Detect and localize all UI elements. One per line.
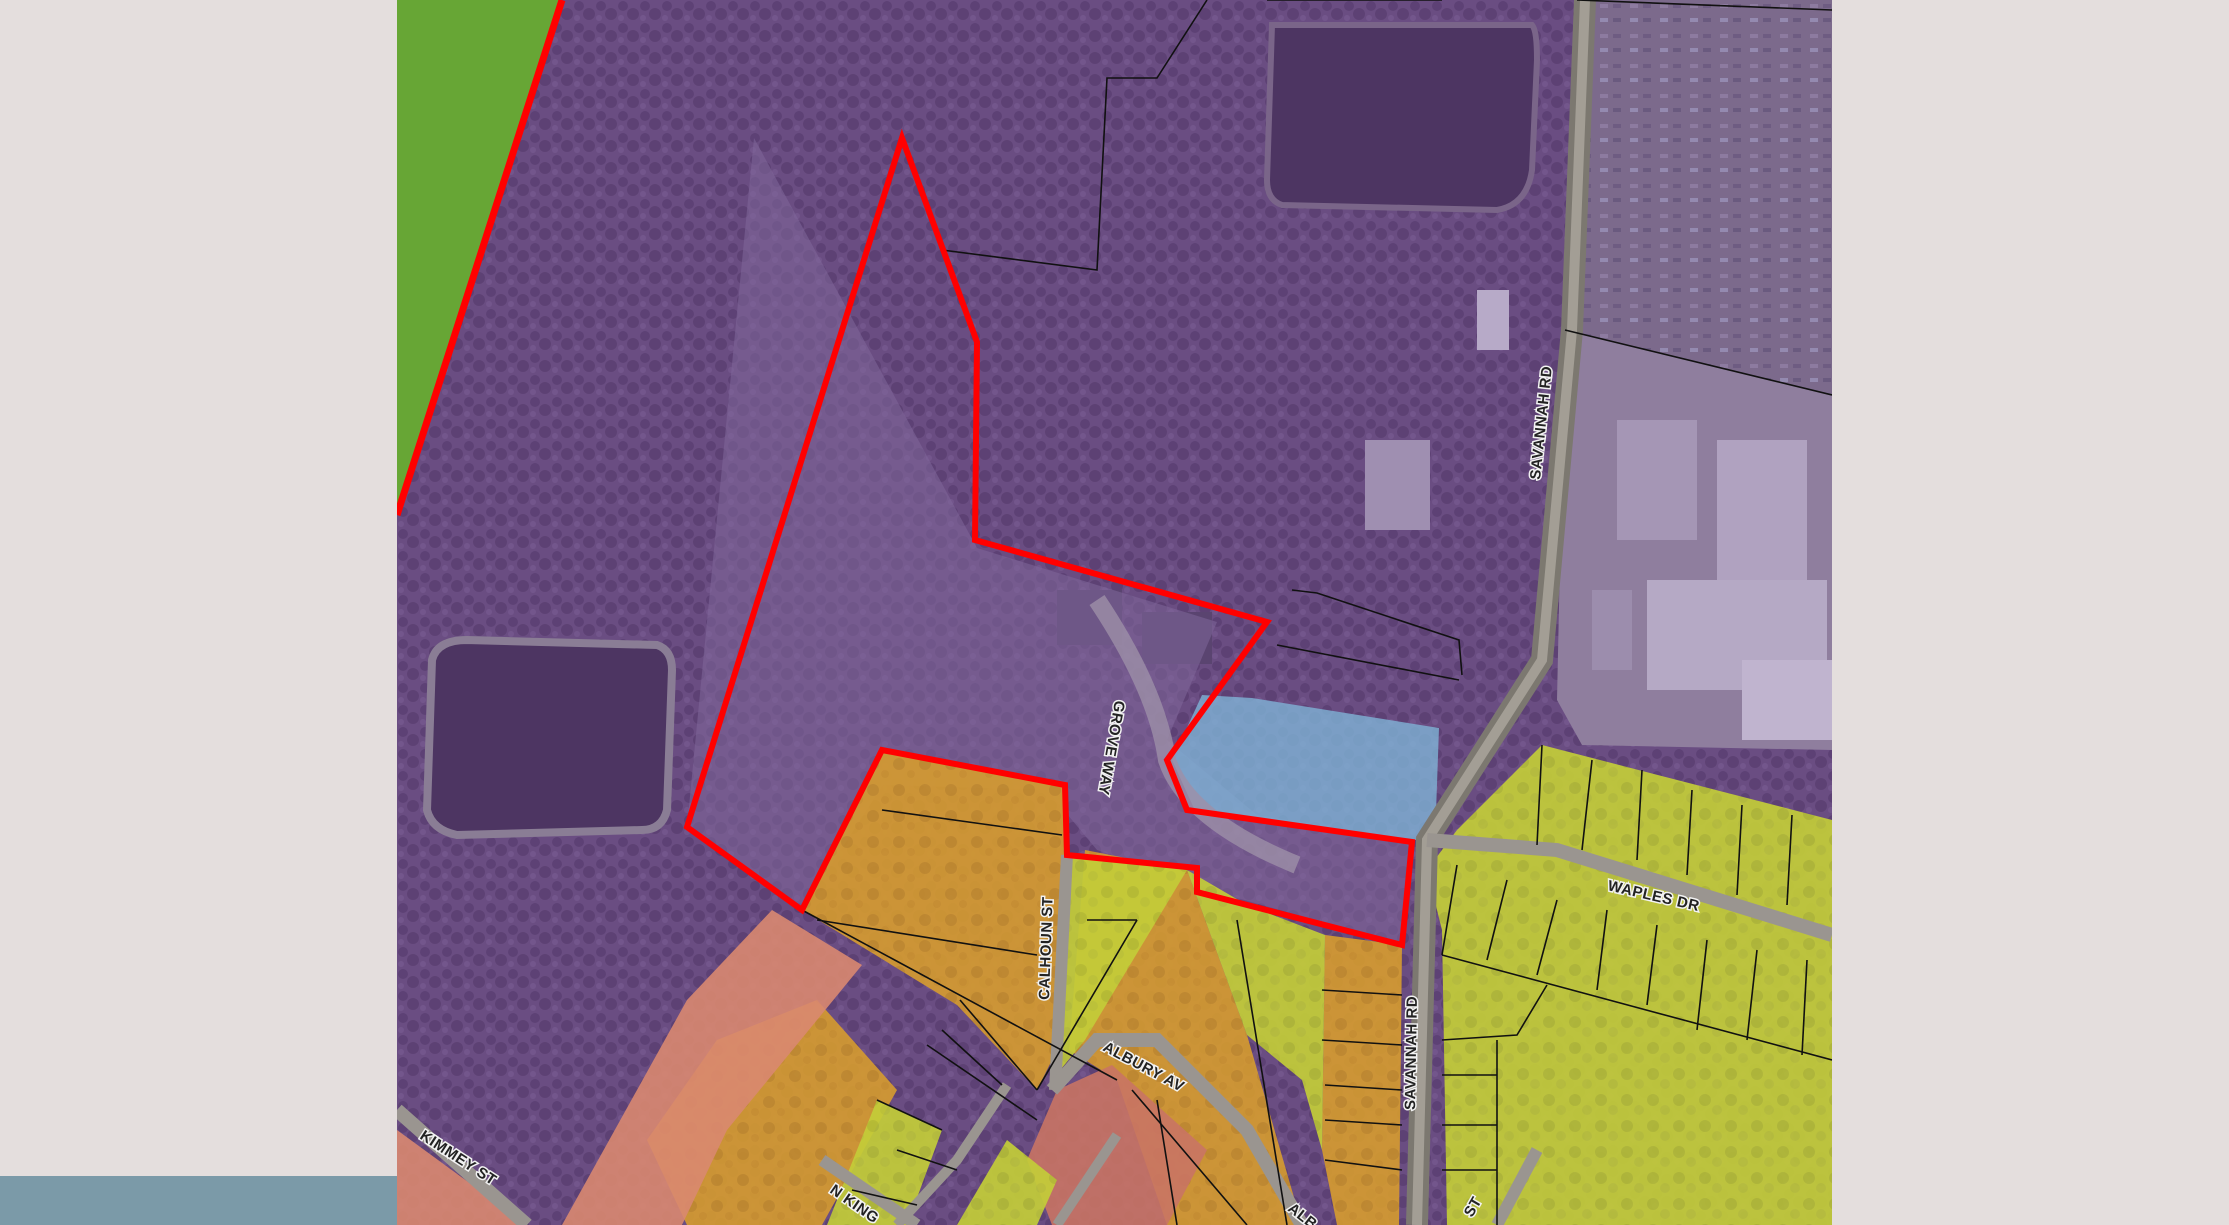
orange-zone-east (1322, 935, 1402, 1225)
road-savannah-center (1412, 0, 1590, 1225)
building (1365, 440, 1430, 530)
building (1592, 590, 1632, 670)
yellow-zone-south (827, 1100, 942, 1225)
map-view[interactable]: SAVANNAH RD SAVANNAH RD GROVE WAY WAPLES… (397, 0, 1832, 1225)
salmon-zone-west (562, 910, 862, 1225)
parcel-lines (801, 0, 1832, 1225)
road-local (893, 1082, 1012, 1225)
green-zone-boundary (397, 0, 566, 517)
building (1617, 420, 1697, 540)
road-kimmey (397, 1104, 532, 1225)
building (1717, 440, 1807, 580)
pond-top (1263, 22, 1541, 214)
yellow-zone-south-2 (957, 1140, 1057, 1225)
highlighted-parcel-outline[interactable] (683, 128, 1416, 949)
street-label-calhoun-st: CALHOUN ST (1036, 896, 1057, 1000)
road-waples (1426, 833, 1832, 942)
building (1477, 290, 1509, 350)
right-panel (1832, 0, 2229, 1225)
road-local-east (1491, 1147, 1543, 1225)
street-label-savannah-rd-south: SAVANNAH RD (1402, 996, 1421, 1110)
blue-zone (1172, 695, 1439, 840)
road-albury (1046, 1033, 1309, 1225)
map-canvas[interactable]: SAVANNAH RD SAVANNAH RD GROVE WAY WAPLES… (397, 0, 1832, 1225)
pond-left (422, 635, 677, 840)
developed-land (687, 138, 1409, 945)
salmon-zone-south (1027, 1065, 1207, 1225)
left-panel (0, 0, 397, 1225)
yellow-zone-center-east (1187, 870, 1325, 1150)
building (1742, 660, 1832, 740)
road-calhoun (1049, 854, 1073, 1091)
yellow-zone-center (1052, 855, 1187, 1080)
yellow-zone-east (1427, 745, 1832, 1225)
orange-zone-north (802, 750, 1065, 1090)
bottom-bar (0, 1176, 397, 1225)
road-local (1052, 1132, 1122, 1225)
parking-lot-area (1565, 0, 1832, 395)
